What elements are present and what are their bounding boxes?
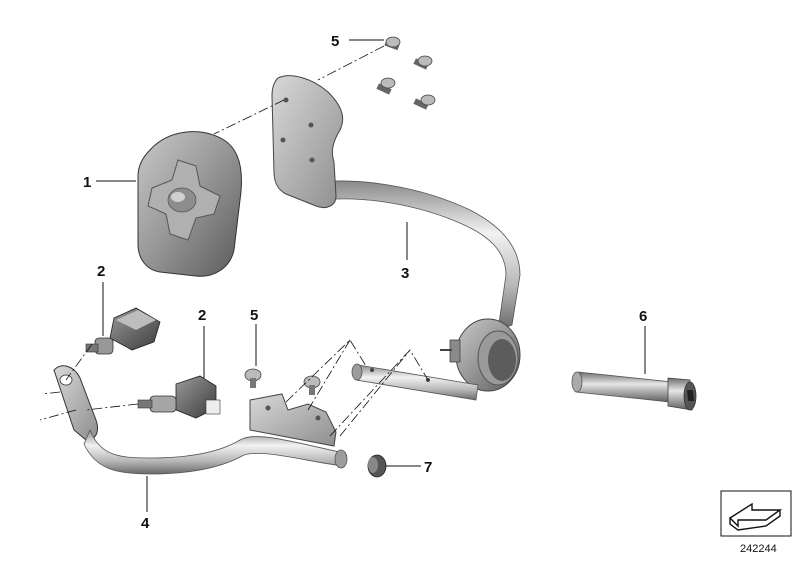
plate-hole [308, 122, 314, 128]
part-lower-bracket-bar [53, 365, 348, 475]
part-screws-top [376, 36, 436, 110]
part-upper-bracket-bar [271, 75, 521, 401]
plate-hole [283, 97, 289, 103]
callout-3: 3 [401, 265, 409, 282]
diagram-number: 242244 [740, 543, 777, 555]
screw [413, 55, 433, 70]
screw [376, 77, 396, 95]
callout-5-top: 5 [331, 33, 339, 50]
part-switch-upper [85, 307, 161, 355]
leader-lines [96, 39, 646, 512]
part-switch-lower [137, 375, 221, 419]
callout-2-lower: 2 [198, 307, 206, 324]
callout-6: 6 [639, 308, 647, 325]
callout-5-lower: 5 [250, 307, 258, 324]
assembly-lines [39, 45, 429, 437]
part-rubber-plug [367, 454, 387, 478]
screw [384, 36, 401, 51]
part-screw-lower [244, 368, 321, 395]
screw [413, 94, 436, 110]
plate-hole [309, 157, 315, 163]
part-cover [137, 131, 242, 277]
plate-hole [280, 137, 286, 143]
callout-1: 1 [83, 174, 91, 191]
callout-7: 7 [424, 459, 432, 476]
callout-4: 4 [141, 515, 150, 532]
callout-labels: 1 2 2 3 4 5 5 6 7 [83, 33, 647, 532]
part-pin-bolt [571, 371, 697, 411]
callout-2-upper: 2 [97, 263, 105, 280]
orientation-icon [720, 490, 792, 537]
